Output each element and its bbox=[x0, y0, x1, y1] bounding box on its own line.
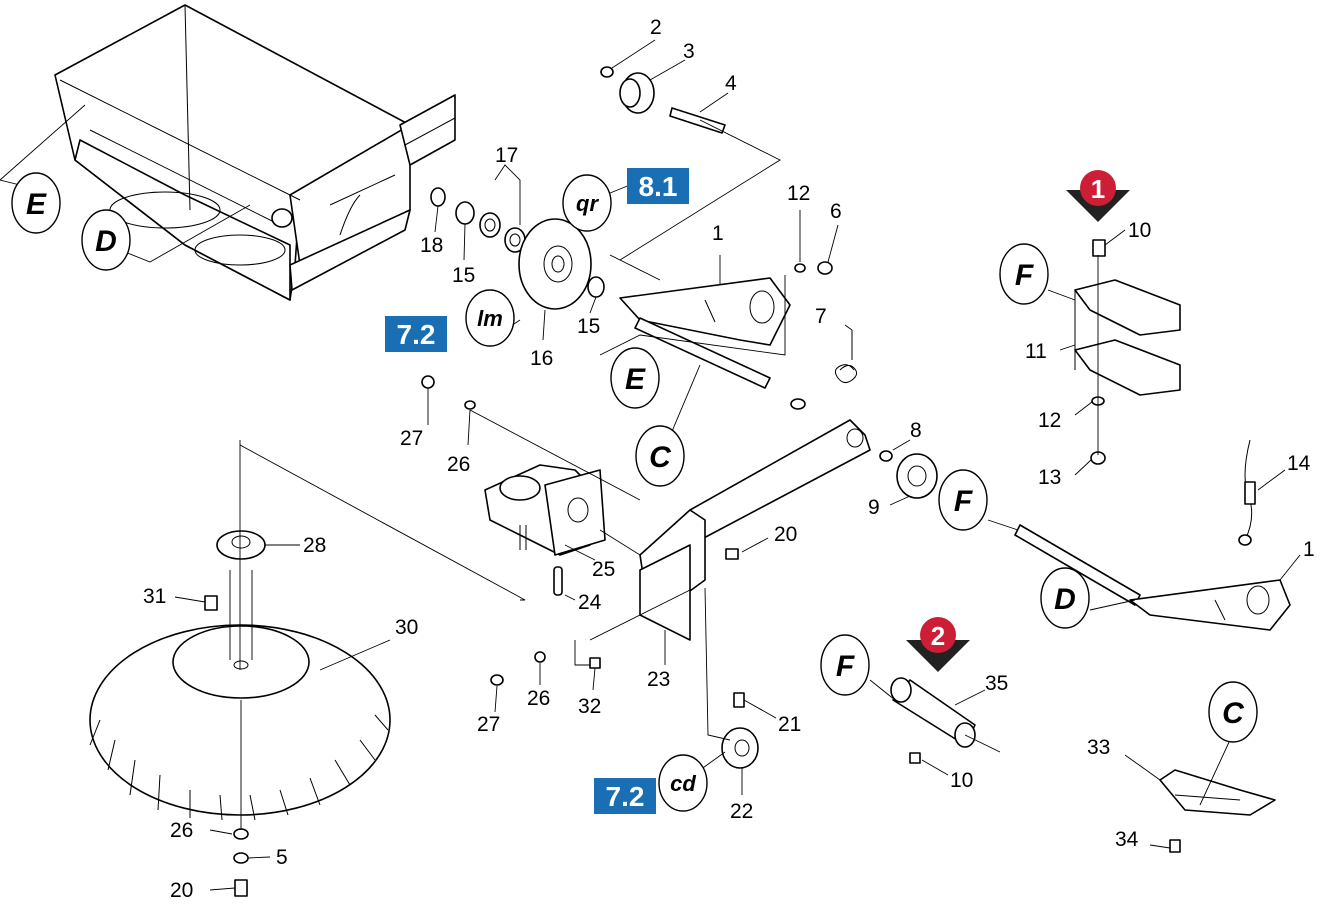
callout-32: 32 bbox=[578, 695, 601, 718]
leader-lines bbox=[0, 39, 1301, 891]
svg-text:F: F bbox=[836, 650, 855, 683]
callout-8: 8 bbox=[910, 419, 922, 442]
ref-oval-c-right: C bbox=[1208, 681, 1258, 743]
side-brush bbox=[89, 624, 391, 897]
callout-26b: 26 bbox=[527, 687, 550, 710]
svg-text:C: C bbox=[1222, 697, 1245, 730]
variant-badges: 1 2 bbox=[906, 170, 1130, 672]
svg-text:2: 2 bbox=[931, 621, 945, 651]
ref-oval-cd: cd bbox=[658, 754, 708, 812]
callout-23: 23 bbox=[647, 668, 670, 691]
callout-26c: 26 bbox=[170, 819, 193, 842]
ref-oval-qr: qr bbox=[562, 174, 612, 232]
callout-18: 18 bbox=[420, 234, 443, 257]
callout-20b: 20 bbox=[170, 879, 193, 902]
ref-oval-d-left: D bbox=[81, 209, 131, 271]
bracket-arm bbox=[639, 419, 871, 641]
ref-box-7-2-upper: 7.2 bbox=[385, 316, 447, 352]
svg-text:F: F bbox=[954, 485, 973, 518]
callout-6: 6 bbox=[830, 200, 842, 223]
callout-12b: 12 bbox=[1038, 409, 1061, 432]
callout-30: 30 bbox=[395, 616, 418, 639]
callout-31: 31 bbox=[143, 585, 166, 608]
svg-text:1: 1 bbox=[1091, 174, 1105, 204]
callout-2: 2 bbox=[650, 16, 662, 39]
callout-14: 14 bbox=[1287, 452, 1311, 475]
svg-text:E: E bbox=[26, 188, 47, 221]
tension-spring bbox=[790, 330, 858, 410]
callout-35: 35 bbox=[985, 672, 1008, 695]
fasteners-center bbox=[421, 375, 759, 769]
callout-1b: 1 bbox=[1303, 538, 1315, 561]
brush-hub bbox=[204, 530, 266, 611]
tension-pulley-group bbox=[600, 66, 726, 134]
svg-text:qr: qr bbox=[576, 191, 599, 216]
lever-arm-upper bbox=[619, 261, 833, 389]
callout-20: 20 bbox=[774, 523, 797, 546]
callout-17: 17 bbox=[495, 144, 518, 167]
ref-oval-c-center: C bbox=[635, 425, 685, 487]
callout-34: 34 bbox=[1115, 828, 1139, 851]
callout-33: 33 bbox=[1087, 736, 1110, 759]
svg-text:7.2: 7.2 bbox=[606, 781, 645, 812]
bearing-set bbox=[430, 187, 526, 253]
callout-1: 1 bbox=[712, 222, 724, 245]
callout-7: 7 bbox=[815, 305, 827, 328]
ref-box-7-2-lower: 7.2 bbox=[594, 778, 656, 814]
callout-26: 26 bbox=[447, 453, 470, 476]
callout-11: 11 bbox=[1025, 340, 1047, 363]
callout-15: 15 bbox=[452, 264, 475, 287]
callout-12: 12 bbox=[787, 182, 810, 205]
callout-15b: 15 bbox=[577, 315, 600, 338]
ref-oval-f-right: F bbox=[999, 243, 1049, 305]
callout-27: 27 bbox=[400, 427, 423, 450]
lever-arm-lower bbox=[1014, 524, 1291, 631]
mounting-bracket bbox=[1074, 239, 1181, 465]
sweeper-housing bbox=[54, 4, 456, 301]
ref-box-8-1: 8.1 bbox=[627, 168, 689, 204]
callout-4: 4 bbox=[725, 72, 737, 95]
svg-text:F: F bbox=[1015, 259, 1034, 292]
svg-text:lm: lm bbox=[477, 306, 503, 331]
drive-pulley bbox=[518, 218, 605, 310]
svg-text:C: C bbox=[649, 441, 672, 474]
idler-pulley bbox=[879, 450, 938, 499]
callout-22: 22 bbox=[730, 800, 753, 823]
svg-text:7.2: 7.2 bbox=[397, 319, 436, 350]
callout-13: 13 bbox=[1038, 466, 1061, 489]
ref-oval-f-center: F bbox=[938, 469, 988, 531]
svg-text:cd: cd bbox=[670, 771, 696, 796]
variant-badge-1: 1 bbox=[1066, 170, 1130, 222]
ref-oval-e-left: E bbox=[11, 172, 61, 234]
gear-motor bbox=[484, 464, 606, 556]
ref-oval-d-right: D bbox=[1040, 567, 1090, 629]
callout-5: 5 bbox=[276, 846, 288, 869]
ref-oval-e-center: E bbox=[610, 347, 660, 409]
ref-oval-f-bottom: F bbox=[820, 634, 870, 696]
callout-28: 28 bbox=[303, 534, 326, 557]
cable bbox=[1238, 439, 1256, 546]
callout-10b: 10 bbox=[950, 769, 973, 792]
section-references: 8.1 7.2 7.2 bbox=[385, 168, 689, 814]
callout-9: 9 bbox=[868, 496, 880, 519]
callout-25: 25 bbox=[592, 558, 615, 581]
callout-27b: 27 bbox=[477, 713, 500, 736]
letter-references: E D qr lm E C F F bbox=[11, 172, 1258, 812]
ref-oval-lm: lm bbox=[465, 289, 515, 347]
svg-text:E: E bbox=[625, 363, 646, 396]
svg-text:D: D bbox=[95, 225, 117, 258]
callout-16: 16 bbox=[530, 347, 553, 370]
callout-3: 3 bbox=[683, 40, 695, 63]
roller bbox=[890, 677, 976, 764]
svg-text:8.1: 8.1 bbox=[639, 171, 678, 202]
svg-text:D: D bbox=[1054, 583, 1076, 616]
callout-21: 21 bbox=[778, 713, 801, 736]
part-numbers: 2 3 4 17 12 6 18 15 16 15 1 7 27 26 8 9 … bbox=[143, 16, 1315, 902]
guard-plate bbox=[1159, 769, 1276, 853]
callout-10: 10 bbox=[1128, 219, 1151, 242]
variant-badge-2: 2 bbox=[906, 617, 970, 672]
callout-24: 24 bbox=[578, 591, 602, 614]
